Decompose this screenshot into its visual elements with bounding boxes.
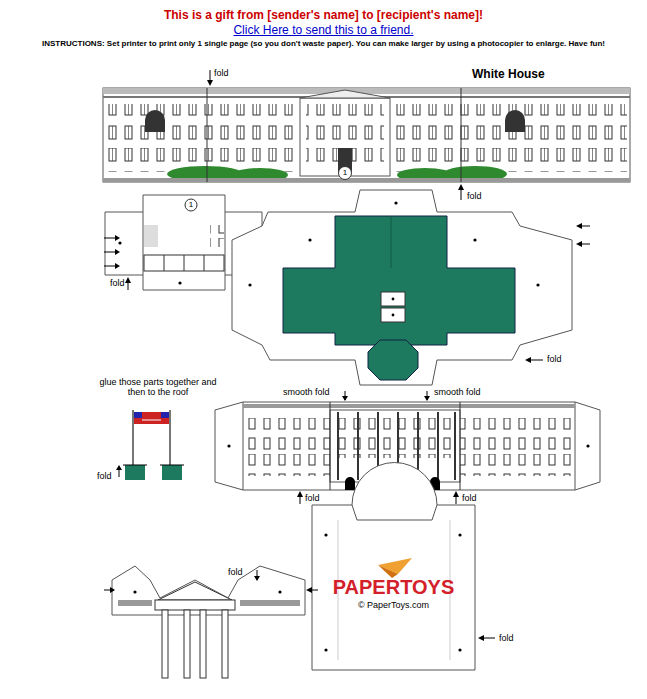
copyright-note: © PaperToys.com: [312, 600, 475, 610]
instructions-note: INSTRUCTIONS: Set printer to print only …: [6, 39, 641, 48]
fold-label: fold: [228, 567, 243, 577]
roof-piece: [232, 190, 590, 385]
base-piece: [312, 463, 495, 671]
front-piece: [215, 391, 600, 504]
glue-note: glue those parts together and then to th…: [93, 377, 223, 398]
fold-label: fold: [110, 278, 125, 288]
fold-label: fold: [467, 191, 482, 201]
fold-label: fold: [214, 68, 229, 78]
callout-number: 1: [339, 167, 351, 179]
fold-label: fold: [97, 471, 112, 481]
fold-label: smooth fold: [283, 387, 330, 397]
piece-title: White House: [472, 68, 545, 82]
portico-piece: [104, 566, 318, 678]
fold-label: fold: [305, 493, 320, 503]
fold-label: fold: [547, 354, 562, 364]
gift-heading: This is a gift from [sender's name] to […: [0, 9, 647, 23]
fold-label: fold: [499, 633, 514, 643]
brand-logo: PAPERTOYS: [312, 576, 475, 598]
callout-number: 1: [185, 199, 197, 211]
send-link: Click Here to send this to a friend.: [0, 24, 647, 38]
flag-pieces: [116, 410, 184, 480]
facade-strip: [103, 70, 630, 200]
fold-label: fold: [462, 493, 477, 503]
fold-label: smooth fold: [434, 387, 481, 397]
